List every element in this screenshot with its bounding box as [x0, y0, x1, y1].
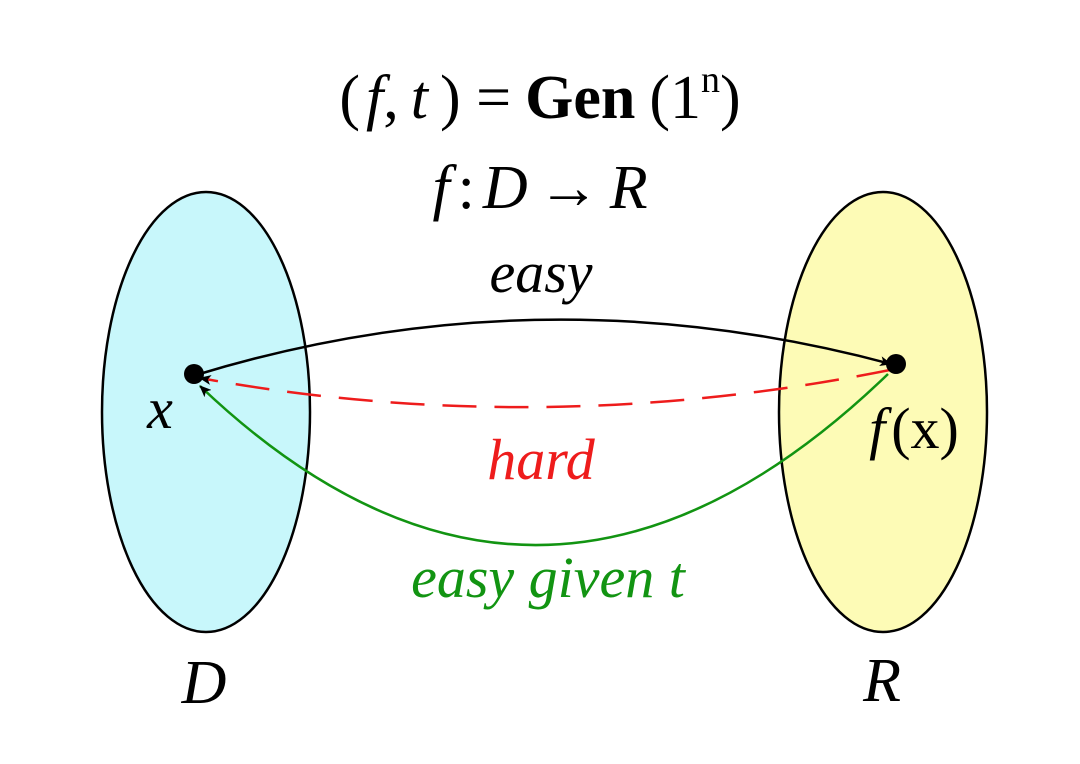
easy-arrow	[195, 318, 892, 377]
map-range: R	[609, 154, 648, 222]
hard-arrow-label: hard	[487, 427, 595, 492]
gen-left-paren: (	[339, 64, 360, 132]
map-colon: :	[458, 154, 475, 222]
point-fx	[886, 354, 906, 374]
domain-set-ellipse	[100, 190, 312, 634]
range-set-label: R	[862, 647, 901, 715]
gen-right-paren-eq: ) =	[440, 64, 511, 132]
point-x	[184, 364, 204, 384]
easy-given-t-arrow-label: easy given t	[411, 545, 687, 610]
point-fx-arg: (x)	[891, 396, 959, 461]
easy-arrow-label: easy	[489, 240, 592, 305]
range-set-ellipse	[777, 190, 989, 634]
gen-formula: (f,t) =Gen(1n)	[339, 59, 740, 132]
gen-arg-close: )	[720, 64, 741, 132]
hard-arrow	[199, 368, 891, 409]
gen-comma: ,	[383, 64, 399, 132]
easy-given-t-arrow	[199, 373, 889, 547]
point-fx-label: f(x)	[869, 396, 959, 461]
map-f: f	[432, 154, 457, 222]
point-x-label: x	[146, 376, 173, 441]
map-arrow: →	[538, 154, 600, 222]
gen-superscript: n	[701, 59, 720, 101]
map-formula: f:D→R	[432, 154, 647, 222]
domain-set-label: D	[181, 649, 227, 717]
map-domain: D	[482, 154, 528, 222]
gen-arg-open: (1	[649, 64, 701, 132]
gen-word: Gen	[525, 64, 635, 132]
gen-t: t	[411, 64, 430, 132]
